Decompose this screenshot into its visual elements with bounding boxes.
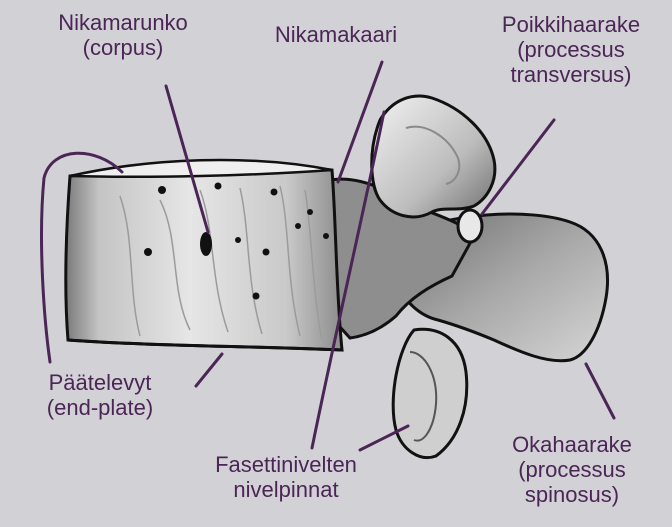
label-facet-line1: Fasettinivelten <box>196 452 376 477</box>
label-arch-line1: Nikamakaari <box>248 22 424 47</box>
transverse-process <box>372 96 495 217</box>
label-corpus: Nikamarunko (corpus) <box>28 10 218 60</box>
label-endplate-line2: (end-plate) <box>20 395 180 420</box>
label-endplate-line1: Päätelevyt <box>20 370 180 395</box>
label-transverse-line3: transversus) <box>476 62 666 87</box>
label-spinous-line3: spinosus) <box>482 482 662 507</box>
leader-spinous <box>586 364 614 418</box>
label-corpus-line1: Nikamarunko <box>28 10 218 35</box>
label-arch: Nikamakaari <box>248 22 424 47</box>
vertebral-body <box>66 167 342 350</box>
leader-endplate-bottom <box>196 354 222 386</box>
label-transverse-line2: (processus <box>476 37 666 62</box>
label-endplate: Päätelevyt (end-plate) <box>20 370 180 420</box>
label-corpus-line2: (corpus) <box>28 35 218 60</box>
label-spinous-line1: Okahaarake <box>482 432 662 457</box>
label-spinous: Okahaarake (processus spinosus) <box>482 432 662 507</box>
label-spinous-line2: (processus <box>482 457 662 482</box>
label-transverse: Poikkihaarake (processus transversus) <box>476 12 666 87</box>
transverse-tubercle <box>458 210 482 242</box>
facet-inferior <box>393 329 467 457</box>
label-facet-line2: nivelpinnat <box>196 477 376 502</box>
label-transverse-line1: Poikkihaarake <box>476 12 666 37</box>
label-facet: Fasettinivelten nivelpinnat <box>196 452 376 502</box>
